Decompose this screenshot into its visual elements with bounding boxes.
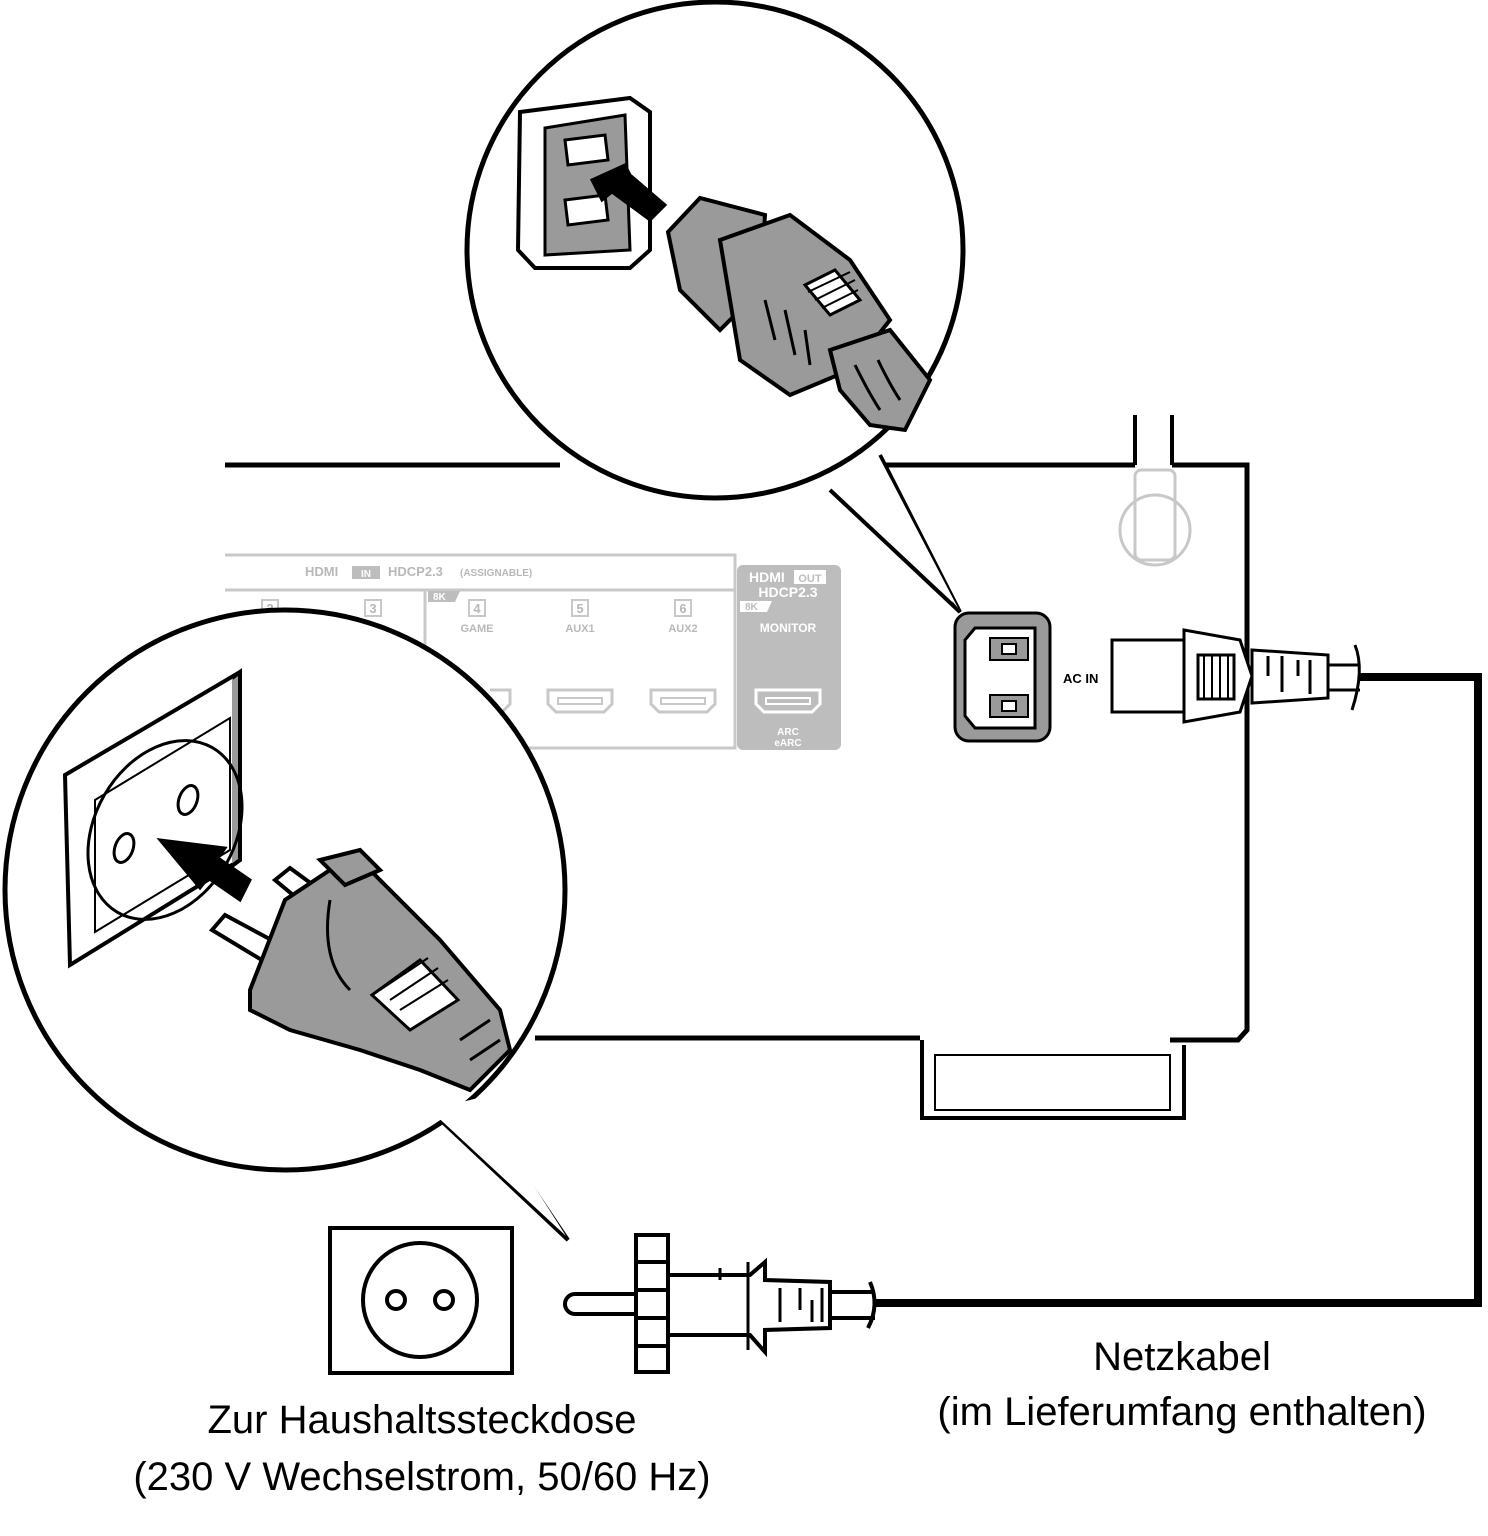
insert-arrow-icon: [589, 163, 668, 222]
badge-8k: 8K: [433, 592, 447, 603]
iec-plug-closeup: [665, 195, 933, 433]
schuko-plug-closeup: [208, 847, 513, 1093]
earc-label: eARC: [774, 738, 801, 749]
hdmi-in-label: HDMI: [305, 564, 338, 579]
ac-in-label: AC IN: [1063, 671, 1098, 686]
hdmi-input-panel: HDMI IN HDCP2.3 (ASSIGNABLE) 8K 2 3 4 GA…: [225, 553, 841, 750]
cable-caption-line1: Netzkabel: [1093, 1335, 1271, 1379]
assignable-label: (ASSIGNABLE): [460, 568, 532, 579]
zoom-callout-ac-in: [464, 0, 966, 614]
receiver-rear-panel: [225, 462, 1250, 1043]
hdmi-out-badge: OUT: [798, 573, 822, 585]
hdmi-out-label: HDMI: [749, 569, 785, 585]
receiver-foot: [920, 1040, 1186, 1120]
hdmi-output-block: HDMI OUT HDCP2.3 8K MONITOR ARC eARC: [737, 565, 841, 750]
antenna-cable: [1133, 415, 1174, 465]
cable-caption-line2: (im Lieferumfang enthalten): [937, 1390, 1426, 1434]
input-number: 3: [369, 601, 376, 616]
schuko-plug: [563, 1233, 877, 1374]
iec-socket-closeup: [515, 95, 652, 270]
hdmi-out-8k: 8K: [745, 602, 759, 613]
hdmi-out-name: MONITOR: [760, 621, 817, 635]
hdmi-port: [546, 688, 614, 714]
ac-in-socket: [953, 611, 1052, 743]
iec-cable-plug: [1110, 628, 1361, 724]
outlet-caption-line1: Zur Haushaltssteckdose: [207, 1398, 636, 1442]
hdmi-input-6: 6 AUX2: [649, 599, 717, 714]
hdmi-port: [649, 688, 717, 714]
insert-arrow-icon: [156, 838, 252, 903]
arc-label: ARC: [777, 727, 799, 738]
hdmi-out-hdcp: HDCP2.3: [758, 584, 817, 600]
hdmi-input-4: 4 GAME: [461, 599, 494, 635]
power-cable: [875, 673, 1482, 1307]
hdmi-out-port: [754, 688, 822, 714]
hdcp-label: HDCP2.3: [388, 564, 443, 579]
hdmi-in-badge: IN: [361, 569, 371, 580]
zoom-callout-wall-outlet: [2, 607, 570, 1242]
input-number: 4: [473, 601, 481, 616]
antenna-terminal: [1118, 468, 1192, 567]
outlet-caption-line2: (230 V Wechselstrom, 50/60 Hz): [133, 1455, 710, 1499]
input-name: GAME: [461, 623, 494, 635]
hdmi-input-3: 3: [364, 599, 382, 617]
input-number: 6: [679, 601, 686, 616]
hdmi-input-5: 5 AUX1: [546, 599, 614, 714]
input-name: AUX2: [668, 623, 697, 635]
input-number: 5: [576, 601, 583, 616]
wall-outlet: [328, 1226, 514, 1375]
input-name: AUX1: [565, 623, 594, 635]
